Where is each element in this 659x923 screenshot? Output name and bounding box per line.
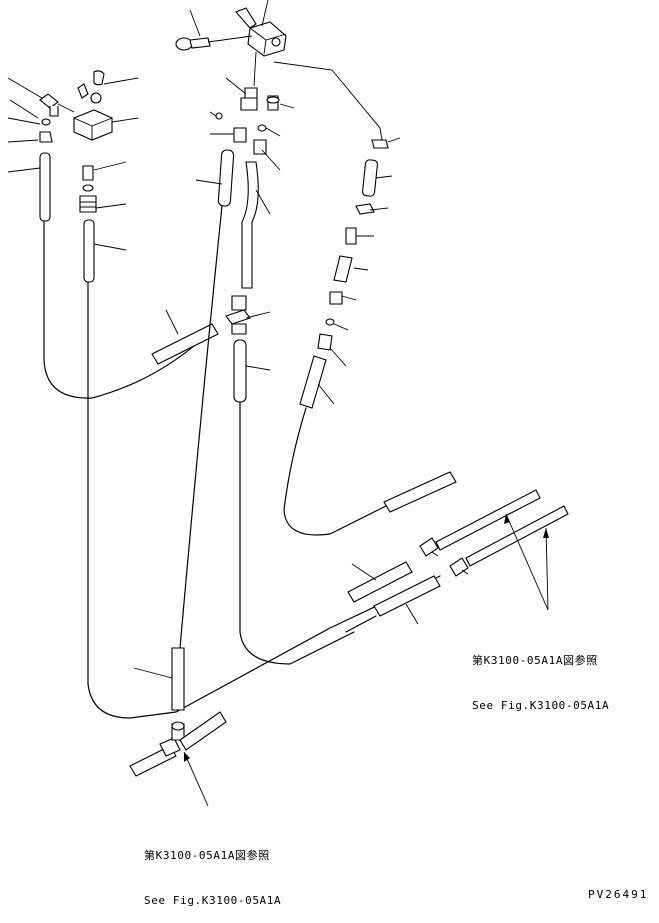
reference-note-en: See Fig.K3100-05A1A bbox=[472, 699, 610, 712]
hydraulic-piping-diagram: 第K3100-05A1A図参照 See Fig.K3100-05A1A 第K31… bbox=[7, 0, 649, 907]
parts-drawing bbox=[7, 0, 569, 807]
right-fitting-chain bbox=[299, 137, 401, 409]
pilot-line bbox=[273, 61, 383, 141]
reference-note-jp: 第K3100-05A1A図参照 bbox=[144, 849, 270, 862]
bottom-tee-fitting bbox=[129, 711, 227, 807]
reference-note-right: 第K3100-05A1A図参照 See Fig.K3100-05A1A bbox=[472, 623, 609, 728]
hose-routing bbox=[43, 205, 457, 719]
top-valve-group bbox=[175, 0, 295, 403]
left-valve-group bbox=[7, 70, 139, 283]
reference-note-bottom: 第K3100-05A1A図参照 See Fig.K3100-05A1A bbox=[144, 818, 281, 923]
document-id: PV26491 bbox=[588, 888, 649, 901]
reference-note-jp: 第K3100-05A1A図参照 bbox=[472, 654, 598, 667]
right-connection-fittings bbox=[419, 489, 569, 611]
